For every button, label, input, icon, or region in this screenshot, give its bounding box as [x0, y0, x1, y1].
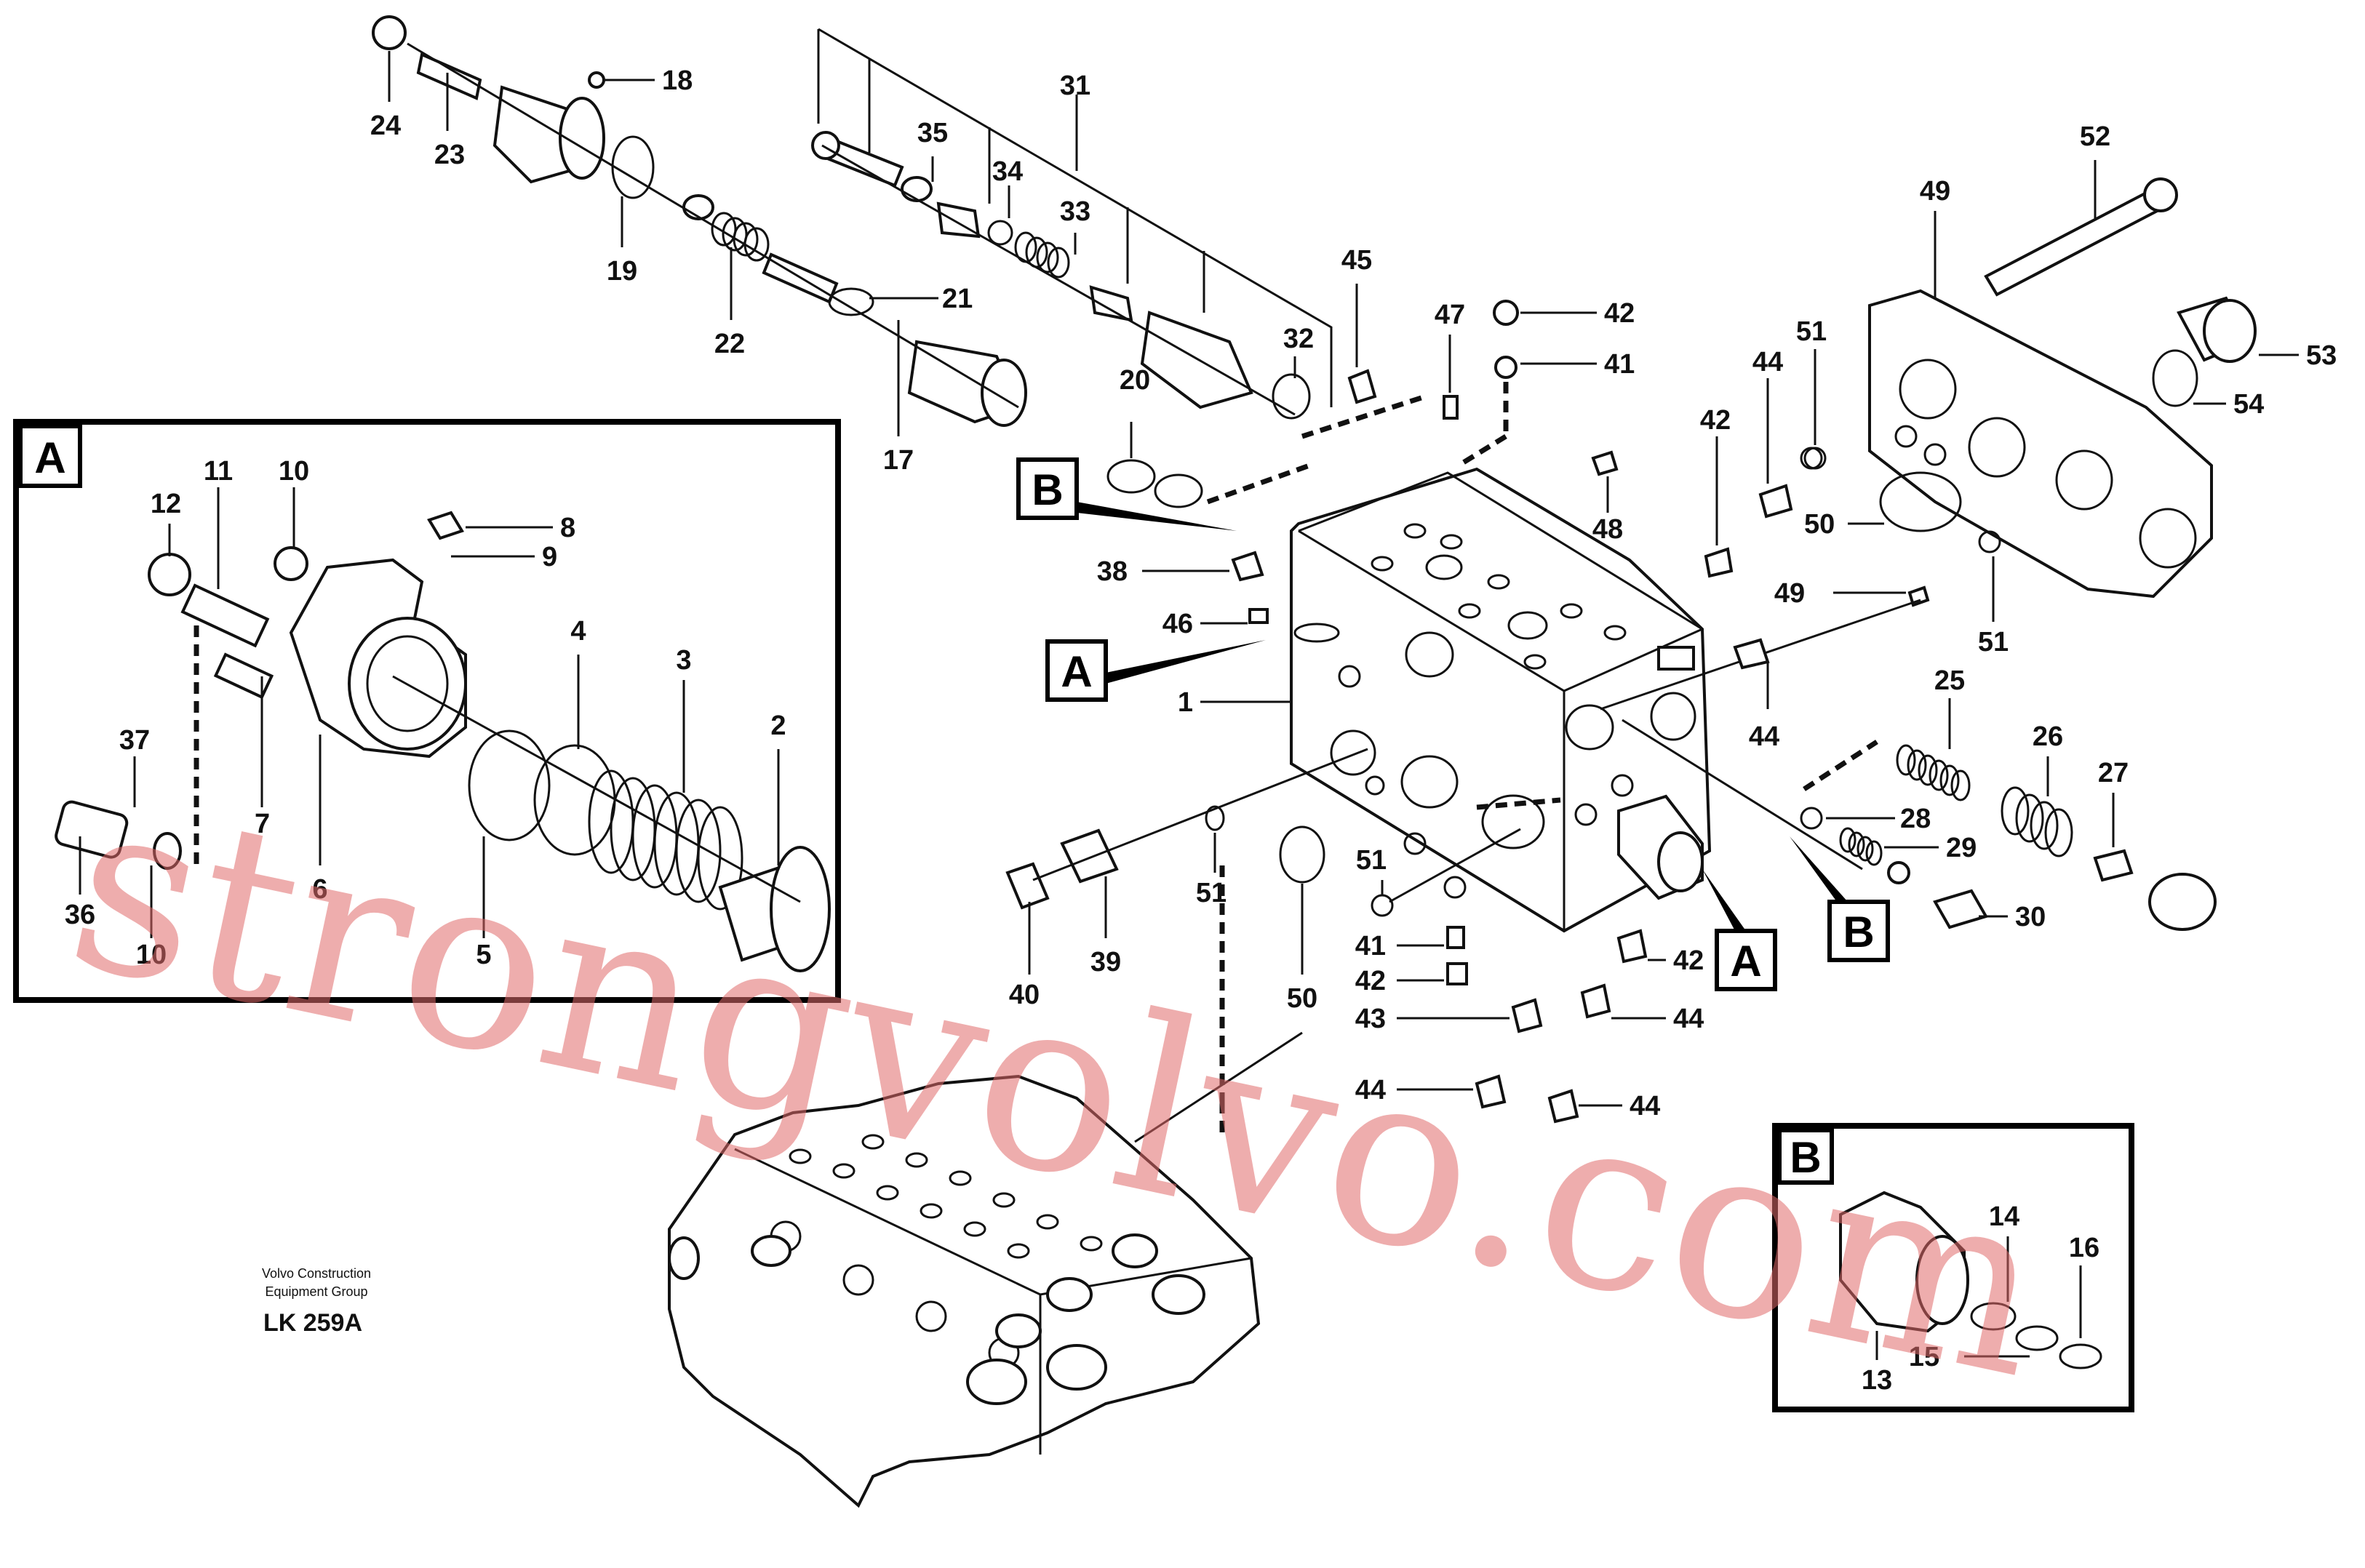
callout-44-e: 44	[1630, 1091, 1660, 1121]
callout-18: 18	[662, 65, 693, 96]
callout-29: 29	[1946, 833, 1977, 863]
callout-48: 48	[1592, 514, 1623, 545]
callout-51-b: 51	[1978, 627, 2009, 657]
callout-10: 10	[279, 456, 309, 487]
callout-24: 24	[370, 111, 401, 141]
callout-15: 15	[1909, 1342, 1939, 1372]
callout-38: 38	[1097, 556, 1128, 587]
callout-11: 11	[204, 456, 233, 487]
callout-28: 28	[1900, 804, 1931, 834]
ref-boxes: B A A B	[1016, 457, 1890, 991]
callout-49-b: 49	[1774, 578, 1805, 609]
right-valve-group: 49 44 25 26 27 28 29 30	[1600, 578, 2217, 932]
callout-37: 37	[119, 725, 150, 756]
callout-27: 27	[2098, 758, 2129, 788]
callout-3: 3	[676, 645, 691, 676]
ref-box-b-2: B	[1843, 908, 1874, 956]
callout-51-a: 51	[1796, 316, 1827, 347]
callout-45: 45	[1341, 245, 1372, 276]
left-side-parts: 38 46 1 40 39 51 50 51	[1005, 551, 1561, 1102]
callout-1: 1	[1178, 687, 1193, 718]
callout-20: 20	[1120, 365, 1150, 396]
callout-4: 4	[570, 616, 586, 647]
callout-50-b: 50	[1287, 983, 1317, 1014]
callout-51-d: 51	[1356, 845, 1387, 876]
callout-25: 25	[1934, 665, 1965, 696]
callout-14: 14	[1989, 1201, 2019, 1232]
callout-52: 52	[2080, 121, 2110, 152]
callout-50-a: 50	[1804, 509, 1835, 540]
ref-box-a-2: A	[1730, 937, 1761, 985]
callout-44-c: 44	[1355, 1075, 1386, 1105]
callout-26: 26	[2033, 721, 2063, 752]
callout-30: 30	[2015, 902, 2046, 932]
callout-22: 22	[714, 329, 745, 359]
callout-43: 43	[1355, 1004, 1386, 1034]
ref-box-b-1: B	[1032, 465, 1063, 514]
callout-17: 17	[883, 445, 914, 476]
callout-42-a: 42	[1604, 298, 1635, 329]
callout-7: 7	[255, 809, 270, 839]
footer-credit: Volvo Construction Equipment Group LK 25…	[262, 1266, 371, 1337]
detail-box-b-label: B	[1790, 1133, 1821, 1182]
callout-42-c: 42	[1355, 966, 1386, 996]
drawing-code: LK 259A	[263, 1309, 362, 1337]
callout-42-b: 42	[1700, 405, 1731, 436]
callout-32: 32	[1283, 324, 1314, 354]
relief-valve-assembly-top: 24 23 18 19 22 21 17	[370, 15, 1027, 476]
callout-12: 12	[151, 489, 181, 519]
callout-5: 5	[476, 940, 491, 970]
detail-box-a: A	[13, 419, 841, 1003]
callout-19: 19	[607, 256, 637, 287]
top-plugs: 45 47 42 41	[1341, 245, 1635, 468]
callout-21: 21	[942, 284, 973, 314]
callout-9: 9	[542, 542, 557, 572]
valve-assembly-31: 31 35 34 33 32	[811, 28, 1427, 439]
callout-44-a: 44	[1752, 347, 1783, 377]
ref-box-a-1: A	[1061, 647, 1092, 696]
callout-36: 36	[65, 900, 95, 930]
callout-34: 34	[992, 156, 1023, 187]
detail-box-b: B 14 16 15 13	[1772, 1123, 2134, 1412]
callout-54: 54	[2233, 389, 2264, 420]
callout-42-d: 42	[1673, 945, 1704, 976]
callout-44-d: 44	[1673, 1004, 1704, 1034]
callout-10b: 10	[136, 940, 167, 970]
callout-13: 13	[1862, 1365, 1892, 1396]
valve-block-1	[1290, 467, 1712, 933]
footer-company-line1: Volvo Construction	[262, 1266, 371, 1281]
callout-41-b: 41	[1355, 931, 1386, 961]
end-cover-49: 49 52 53 54 50 51	[1800, 121, 2337, 657]
callout-46: 46	[1162, 609, 1193, 639]
callout-39: 39	[1090, 947, 1121, 977]
callout-23: 23	[434, 140, 465, 170]
lower-plugs: 41 42 43 44 42 44 44	[1355, 926, 1704, 1124]
callout-31: 31	[1060, 71, 1090, 101]
callout-16: 16	[2069, 1233, 2099, 1263]
detail-box-a-label: A	[34, 433, 65, 482]
callout-40: 40	[1009, 980, 1040, 1010]
callout-44-b: 44	[1749, 721, 1779, 752]
callout-49-a: 49	[1920, 176, 1950, 207]
footer-company-line2: Equipment Group	[265, 1284, 367, 1299]
callout-53: 53	[2306, 340, 2337, 371]
callout-35: 35	[917, 118, 948, 148]
callout-33: 33	[1060, 196, 1090, 227]
callout-47: 47	[1435, 300, 1465, 330]
callout-41-a: 41	[1604, 349, 1635, 380]
valve-assembly-overview	[668, 1031, 1303, 1508]
callout-2: 2	[770, 711, 786, 741]
callout-6: 6	[312, 874, 327, 905]
callout-8: 8	[560, 513, 575, 543]
upper-right-plugs: 48 42 44 51	[1591, 316, 1827, 578]
